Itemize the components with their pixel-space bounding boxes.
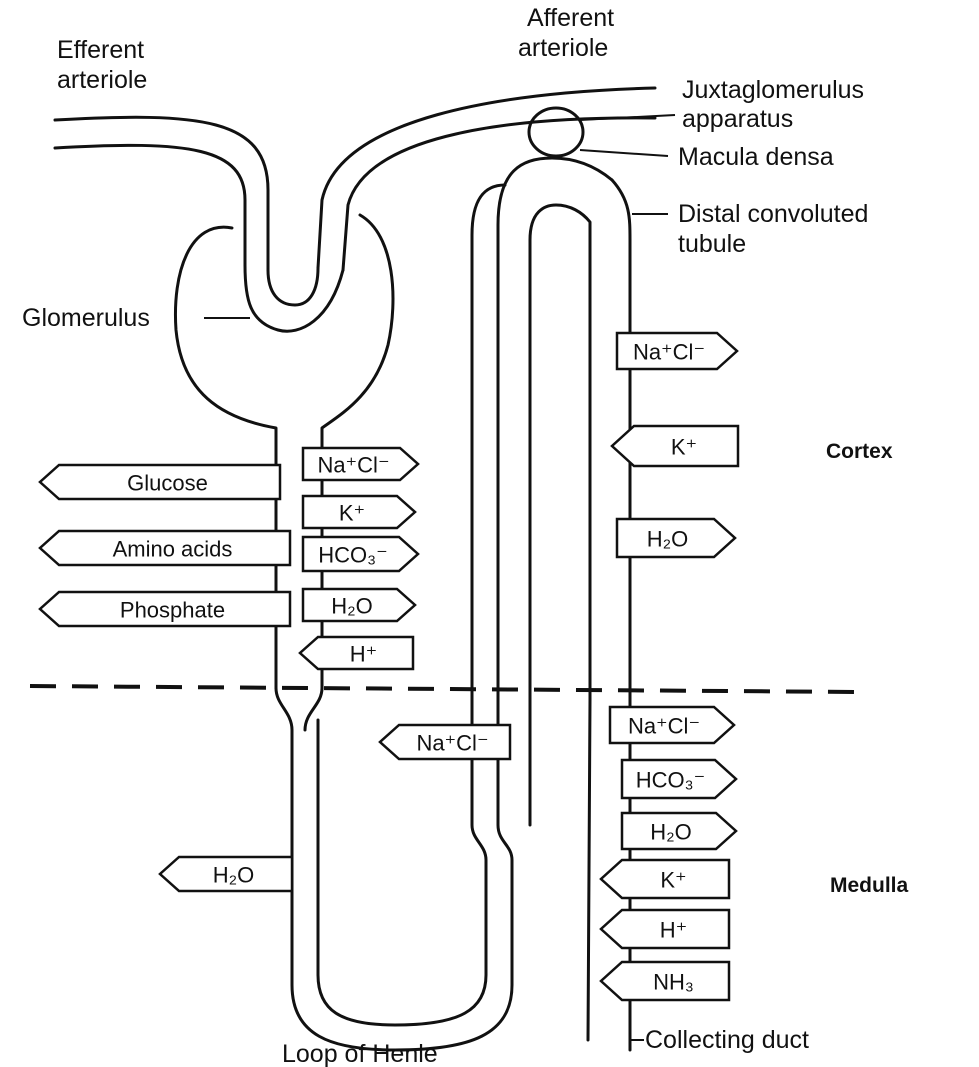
collecting-duct-inner [588,300,590,1040]
tag-text: K⁺ [339,501,365,526]
cortex-label: Cortex [826,440,893,463]
tag-text: Na⁺Cl⁻ [628,714,700,739]
tag-text: H⁺ [350,642,378,667]
tag-text: H₂O [331,594,373,619]
arrow-tag-collecting-k: K⁺ [601,860,729,898]
macula-leader [580,150,668,156]
arrow-tag-distal-nacl: Na⁺Cl⁻ [617,333,737,369]
juxta-label-line1: Juxtaglomerulus [682,76,864,104]
efferent-arteriole-inner [55,145,245,265]
medulla-label: Medulla [830,874,908,897]
arrow-tag-proximal-h: H⁺ [300,637,413,669]
efferent-label: Efferent arteriole [57,36,151,94]
arrow-tag-collecting-nh3: NH₃ [601,962,729,1000]
arrow-tag-phosphate: Phosphate [40,592,290,626]
efferent-label-line1: Efferent [57,36,144,64]
arrow-tag-proximal-nacl: Na⁺Cl⁻ [303,448,418,480]
afferent-label-line2: arteriole [518,34,608,62]
distal-label-line1: Distal convoluted [678,200,868,228]
arrow-tag-loop-nacl: Na⁺Cl⁻ [380,725,510,759]
distal-tubule-outer [612,180,630,1035]
arrow-tag-loop-h2o: H₂O [160,857,292,891]
tag-text: H₂O [213,863,255,888]
afferent-arteriole-outer [318,88,655,268]
arrow-tag-collecting-h2o: H₂O [622,813,736,849]
distal-label: Distal convoluted tubule [678,200,875,258]
arrow-tag-glucose: Glucose [40,465,280,499]
tag-text: Glucose [127,471,208,496]
arrow-tag-proximal-h2o: H₂O [303,589,415,621]
arrow-tag-amino-acids: Amino acids [40,531,290,565]
efferent-label-line2: arteriole [57,66,147,94]
tag-text: K⁺ [671,435,697,460]
afferent-label: Afferent arteriole [518,4,621,62]
afferent-label-line1: Afferent [527,4,614,32]
arrow-tag-collecting-hco3: HCO₃⁻ [622,760,736,798]
tag-text: NH₃ [653,970,694,995]
tag-text: H⁺ [660,918,688,943]
arrow-tag-collecting-h: H⁺ [601,910,729,948]
cortex-medulla-boundary [30,686,860,692]
juxtaglomerulus-circle [529,108,583,156]
juxta-label-line2: apparatus [682,105,793,133]
glomerulus-label: Glomerulus [22,304,150,332]
arrow-tag-collecting-nacl: Na⁺Cl⁻ [610,707,734,743]
tag-text: Na⁺Cl⁻ [633,340,705,365]
tag-text: Na⁺Cl⁻ [317,453,389,478]
arrow-tag-proximal-hco3: HCO₃⁻ [303,537,418,571]
arrow-tag-proximal-k: K⁺ [303,496,415,528]
glomerular-tuft [245,265,343,331]
collecting-duct-label: Collecting duct [645,1026,809,1054]
macula-label: Macula densa [678,143,834,171]
glomerular-tuft-inner [268,268,318,305]
arrow-tag-distal-k: K⁺ [612,426,738,466]
ascending-limb-inner [530,205,590,825]
tag-text: H₂O [650,820,692,845]
distal-label-line2: tubule [678,230,746,258]
loop-of-henle-label: Loop of Henle [282,1040,438,1067]
arrow-tag-distal-h2o: H₂O [617,519,735,557]
tag-text: HCO₃⁻ [636,768,705,793]
tag-text: Amino acids [113,537,233,562]
tag-text: Na⁺Cl⁻ [416,731,488,756]
tag-text: H₂O [647,527,689,552]
tag-text: Phosphate [120,598,225,623]
tag-text: K⁺ [660,868,686,893]
juxta-label: Juxtaglomerulus apparatus [682,76,871,133]
efferent-arteriole-outer [55,117,268,270]
tag-text: HCO₃⁻ [318,543,387,568]
